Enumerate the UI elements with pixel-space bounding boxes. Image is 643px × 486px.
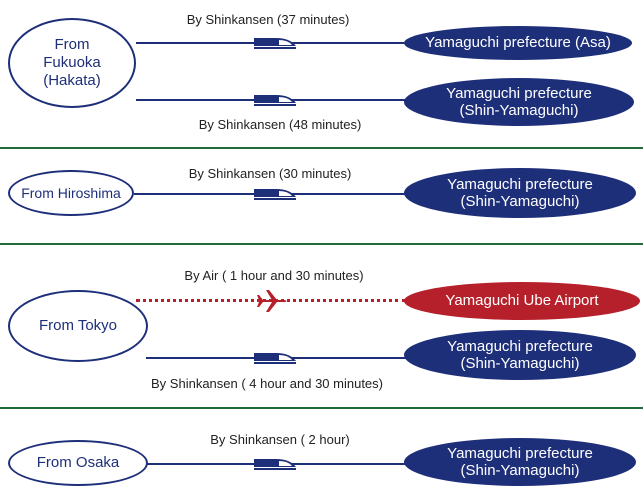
destination-shin-yamaguchi: Yamaguchi prefecture (Shin-Yamaguchi) xyxy=(404,330,636,380)
shinkansen-train-icon xyxy=(254,38,296,49)
shinkansen-train-icon xyxy=(254,95,296,106)
route-label-tokyo-air: By Air ( 1 hour and 30 minutes) xyxy=(184,268,364,283)
route-label-fukuoka-shin: By Shinkansen (48 minutes) xyxy=(198,117,362,132)
destination-asa: Yamaguchi prefecture (Asa) xyxy=(404,26,632,60)
section-divider xyxy=(0,147,643,149)
airplane-icon xyxy=(257,290,287,312)
origin-osaka: From Osaka xyxy=(8,440,148,486)
destination-ube-airport: Yamaguchi Ube Airport xyxy=(404,282,640,320)
destination-shin-yamaguchi: Yamaguchi prefecture (Shin-Yamaguchi) xyxy=(404,78,634,126)
origin-tokyo: From Tokyo xyxy=(8,290,148,362)
route-label-hiroshima-shin: By Shinkansen (30 minutes) xyxy=(188,166,352,181)
origin-hiroshima: From Hiroshima xyxy=(8,170,134,216)
shinkansen-train-icon xyxy=(254,353,296,364)
destination-shin-yamaguchi: Yamaguchi prefecture (Shin-Yamaguchi) xyxy=(404,438,636,486)
section-divider xyxy=(0,243,643,245)
origin-fukuoka: From Fukuoka (Hakata) xyxy=(8,18,136,108)
shinkansen-train-icon xyxy=(254,459,296,470)
shinkansen-train-icon xyxy=(254,189,296,200)
section-divider xyxy=(0,407,643,409)
route-label-osaka-shin: By Shinkansen ( 2 hour) xyxy=(210,432,350,447)
route-label-fukuoka-asa: By Shinkansen (37 minutes) xyxy=(186,12,350,27)
destination-shin-yamaguchi: Yamaguchi prefecture (Shin-Yamaguchi) xyxy=(404,168,636,218)
route-label-tokyo-shin: By Shinkansen ( 4 hour and 30 minutes) xyxy=(151,376,383,391)
